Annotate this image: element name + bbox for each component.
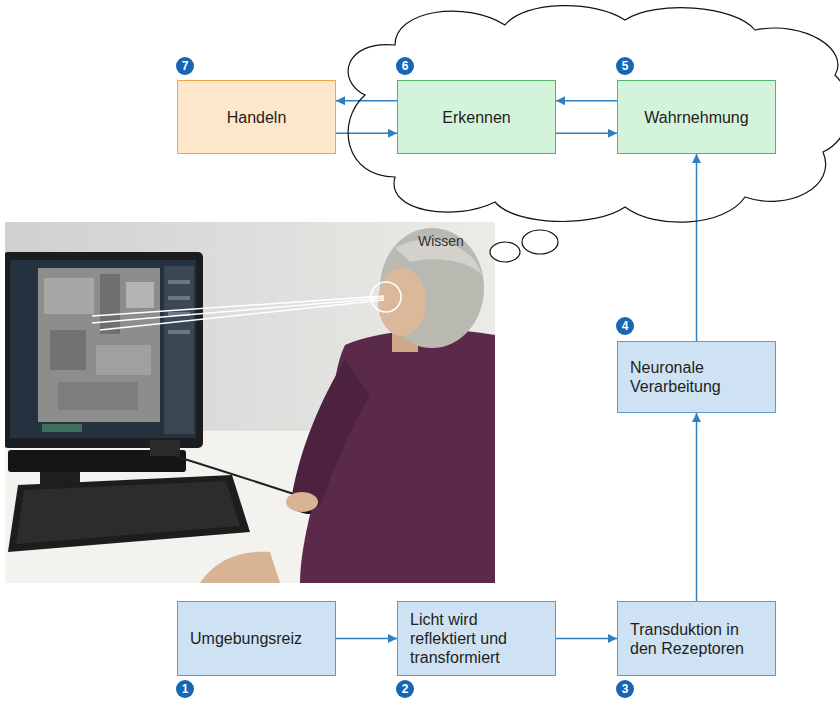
flow-arrow bbox=[556, 100, 617, 102]
box-label: Wahrnehmung bbox=[644, 108, 748, 127]
callout-number: 7 bbox=[176, 57, 194, 75]
flow-arrow bbox=[336, 638, 397, 640]
box-label: Erkennen bbox=[442, 108, 511, 127]
flow-arrow bbox=[336, 133, 397, 135]
knowledge-cloud: Wissen Erkennen Wahrnehmung bbox=[335, 0, 840, 262]
flow-arrow bbox=[696, 413, 698, 601]
callout-number: 4 bbox=[616, 317, 634, 335]
box-label: Licht wird reflektiert und transformiert bbox=[410, 610, 543, 667]
flow-arrow bbox=[696, 154, 698, 341]
callout-number: 3 bbox=[616, 680, 634, 698]
cloud-label: Wissen bbox=[418, 233, 464, 249]
box-label: Neuronale Verarbeitung bbox=[630, 358, 763, 396]
callout-number: 1 bbox=[176, 680, 194, 698]
callout-number: 2 bbox=[396, 680, 414, 698]
flow-arrow bbox=[556, 638, 617, 640]
callout-number: 5 bbox=[616, 57, 634, 75]
box-label: Umgebungsreiz bbox=[190, 629, 302, 648]
process-box: Umgebungsreiz bbox=[177, 601, 336, 676]
process-box: Handeln bbox=[177, 80, 336, 154]
process-box: Transduktion in den Rezeptoren bbox=[617, 601, 776, 676]
box-label: Handeln bbox=[227, 108, 287, 127]
flow-arrow bbox=[336, 100, 397, 102]
process-box: Erkennen bbox=[397, 80, 556, 154]
process-box: Licht wird reflektiert und transformiert bbox=[397, 601, 556, 676]
callout-number: 6 bbox=[396, 57, 414, 75]
process-box: Neuronale Verarbeitung bbox=[617, 341, 776, 413]
flow-arrow bbox=[556, 133, 617, 135]
box-label: Transduktion in den Rezeptoren bbox=[630, 620, 763, 658]
process-box: Wahrnehmung bbox=[617, 80, 776, 154]
